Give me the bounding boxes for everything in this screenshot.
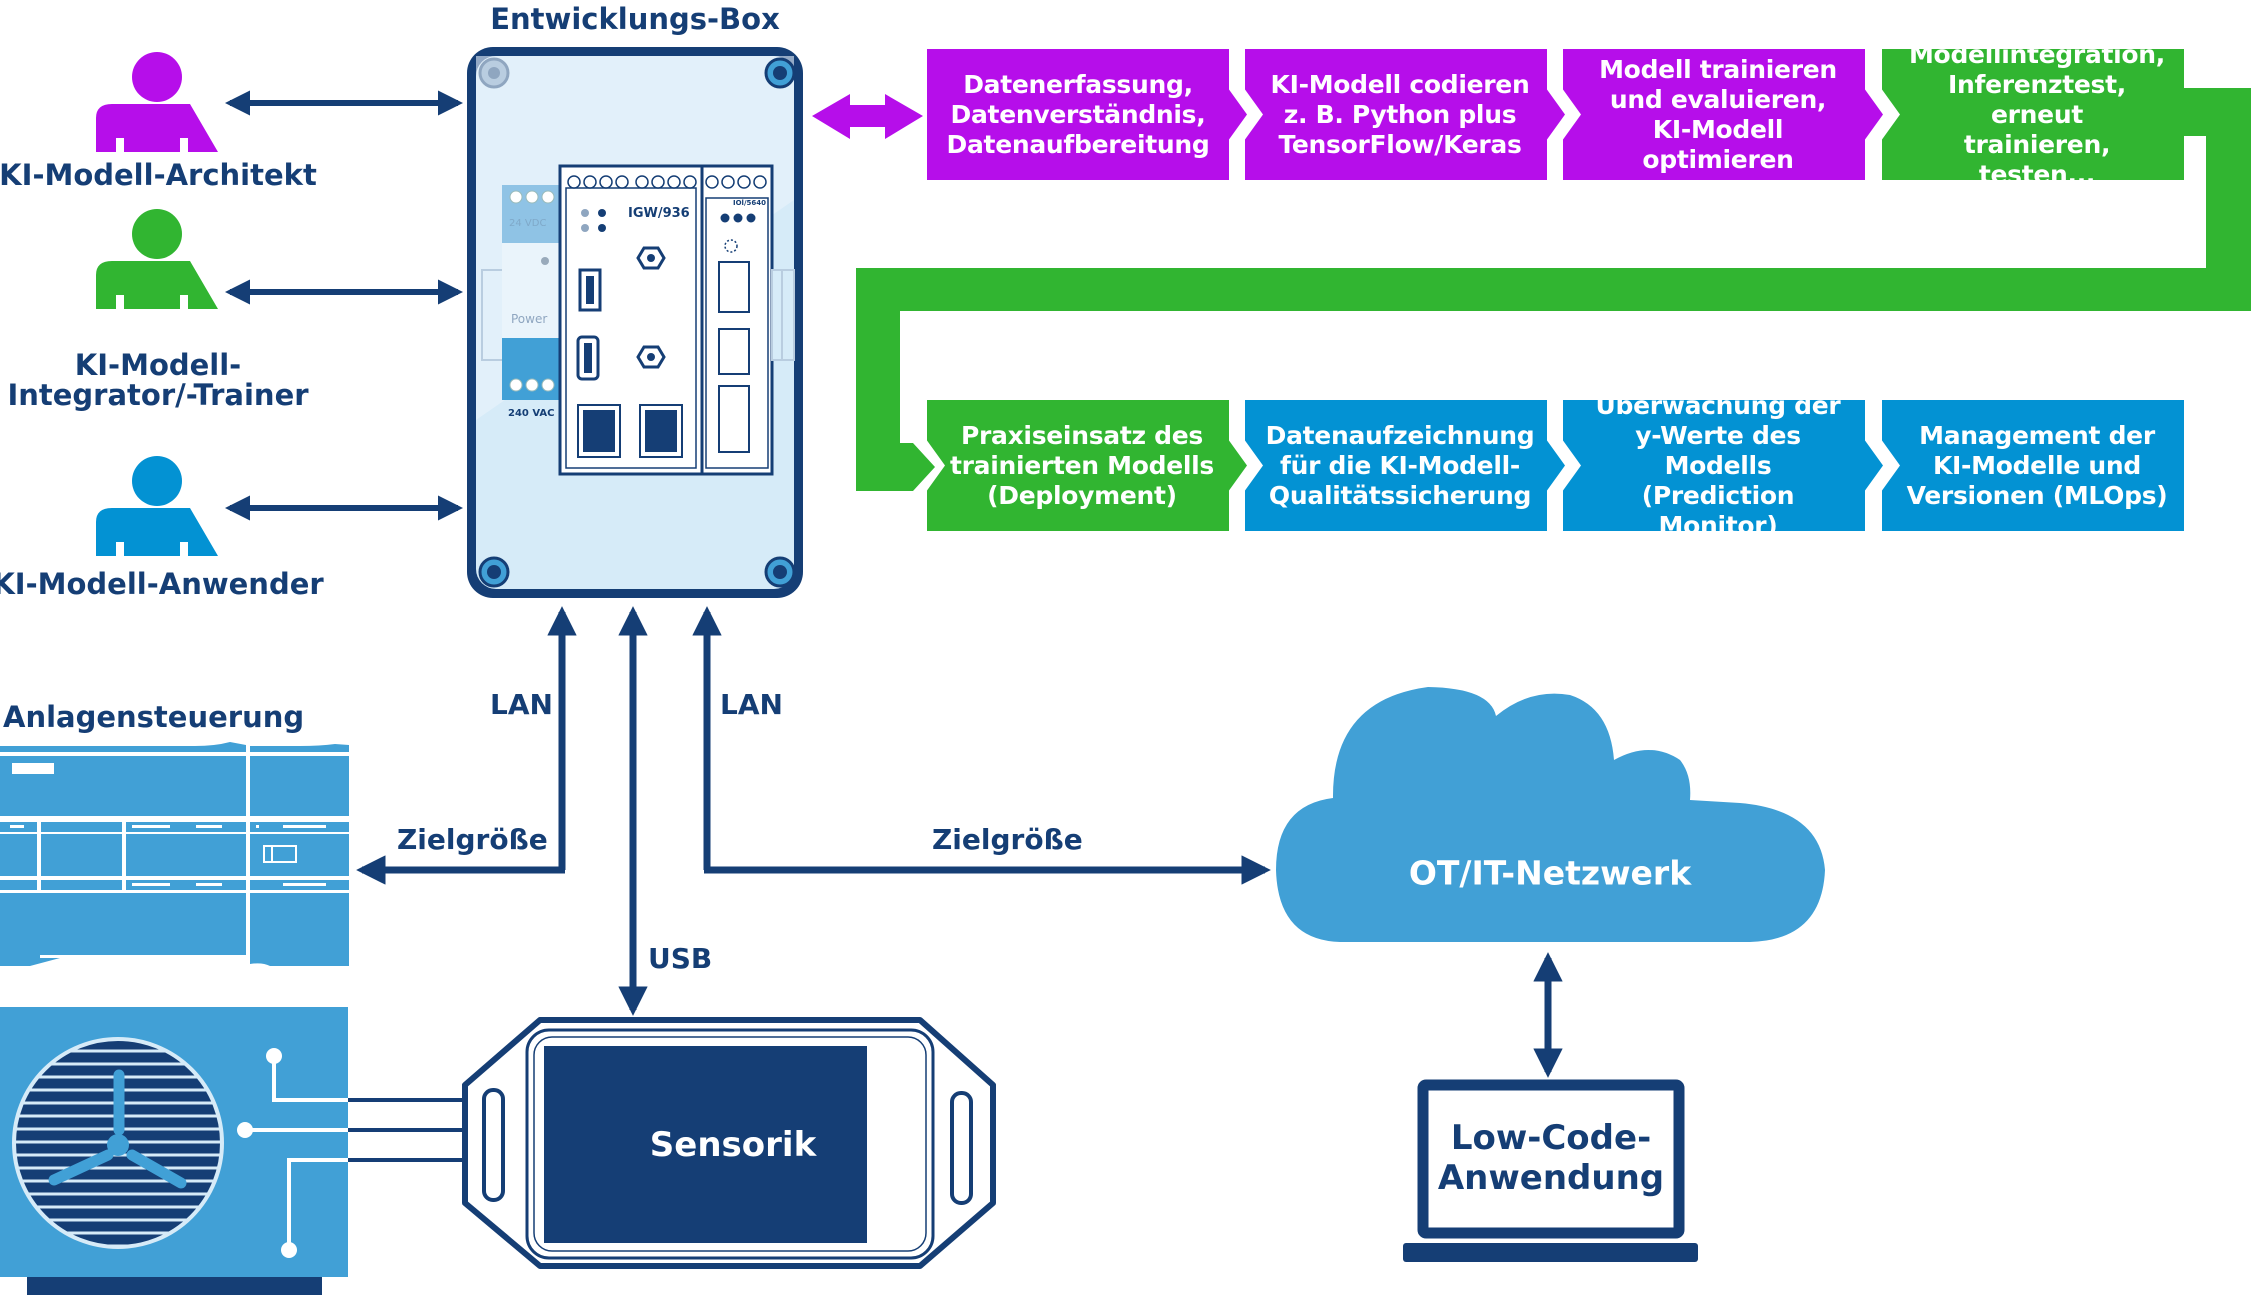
person-icon-architect (96, 52, 218, 152)
pipeline-step-text: Überwachung der y-Werte des Modells (Pre… (1595, 390, 1841, 540)
role-label-user: KI-Modell-Anwender (0, 567, 324, 601)
person-icon-user (96, 456, 218, 556)
pipeline-step-label: Modell trainieren und evaluieren, KI-Mod… (1571, 49, 1865, 180)
pipeline-steps (927, 49, 2184, 531)
green-loop-connector (856, 88, 2251, 491)
person-icon-integrator (96, 209, 218, 309)
pipeline-step-label: Datenerfassung, Datenverständnis, Datena… (927, 49, 1229, 180)
pipeline-step-top-row-3 (1563, 49, 1883, 180)
network-label: OT/IT-Netzwerk (1408, 853, 1692, 893)
psu-24vdc-label: 24 VDC (509, 218, 547, 229)
pipeline-step-text: Datenerfassung, Datenverständnis, Datena… (946, 69, 1210, 159)
pipeline-step-label: KI-Modell codieren z. B. Python plus Ten… (1253, 49, 1547, 180)
igw-module-label: IGW/936 (628, 206, 690, 221)
sensor-device-icon (462, 1017, 996, 1269)
pipeline-step-bottom-row-2 (1245, 400, 1565, 531)
pipeline-step-text: Praxiseinsatz des trainierten Modells (D… (949, 420, 1214, 510)
heat-pump-icon (0, 1007, 463, 1295)
pipeline-step-top-row-1 (927, 49, 1247, 180)
role-label-architect: KI-Modell-Architekt (0, 158, 317, 192)
lowcode-label-line2: Anwendung (1437, 1158, 1665, 1198)
pipeline-step-top-row-4 (1882, 49, 2184, 180)
pipeline-step-text: Modell trainieren und evaluieren, KI-Mod… (1599, 54, 1837, 174)
plant-control-plc-icon (0, 742, 349, 966)
pipeline-step-text: Datenaufzeichnung für die KI-Modell- Qua… (1265, 420, 1535, 510)
role-label-integrator-line1: KI-Modell- (74, 348, 242, 382)
pipeline-step-label: Überwachung der y-Werte des Modells (Pre… (1571, 391, 1865, 540)
target-left-label: Zielgröße (397, 823, 548, 856)
psu-power-label: Power (511, 312, 548, 326)
pipeline-step-text: KI-Modell codieren z. B. Python plus Ten… (1270, 69, 1530, 159)
lan-left-label: LAN (490, 688, 553, 721)
plant-control-title: Anlagensteuerung (3, 700, 305, 734)
pipeline-step-bottom-row-3 (1563, 400, 1883, 531)
io-module-label: IOl/5640 (733, 199, 766, 207)
pipeline-step-label: Praxiseinsatz des trainierten Modells (D… (935, 400, 1229, 531)
pipeline-step-top-row-2 (1245, 49, 1565, 180)
lan-right-label: LAN (720, 688, 783, 721)
usb-label: USB (648, 942, 713, 975)
role-label-integrator-line2: Integrator/-Trainer (7, 378, 309, 412)
pipeline-step-label: Management der KI-Modelle und Versionen … (1890, 400, 2184, 531)
laptop-icon (1403, 1079, 1698, 1262)
lowcode-label-line1: Low-Code- (1450, 1118, 1652, 1158)
purple-double-arrow-icon (812, 94, 923, 139)
ot-it-network-cloud-icon (1276, 687, 1825, 942)
development-box-title: Entwicklungs-Box (490, 2, 780, 36)
pipeline-step-text: Management der KI-Modelle und Versionen … (1906, 420, 2168, 510)
target-right-label: Zielgröße (932, 823, 1083, 856)
pipeline-step-label: Datenaufzeichnung für die KI-Modell- Qua… (1253, 400, 1547, 531)
pipeline-step-label: Modellintegration, Inferenztest, erneut … (1890, 40, 2184, 189)
development-box-device (467, 47, 803, 598)
pipeline-step-text: Modellintegration, Inferenztest, erneut … (1908, 39, 2165, 189)
pipeline-step-bottom-row-4 (1882, 400, 2184, 531)
pipeline-step-bottom-row-1 (927, 400, 1247, 531)
sensor-label: Sensorik (649, 1125, 817, 1165)
psu-240vac-label: 240 VAC (508, 408, 555, 419)
